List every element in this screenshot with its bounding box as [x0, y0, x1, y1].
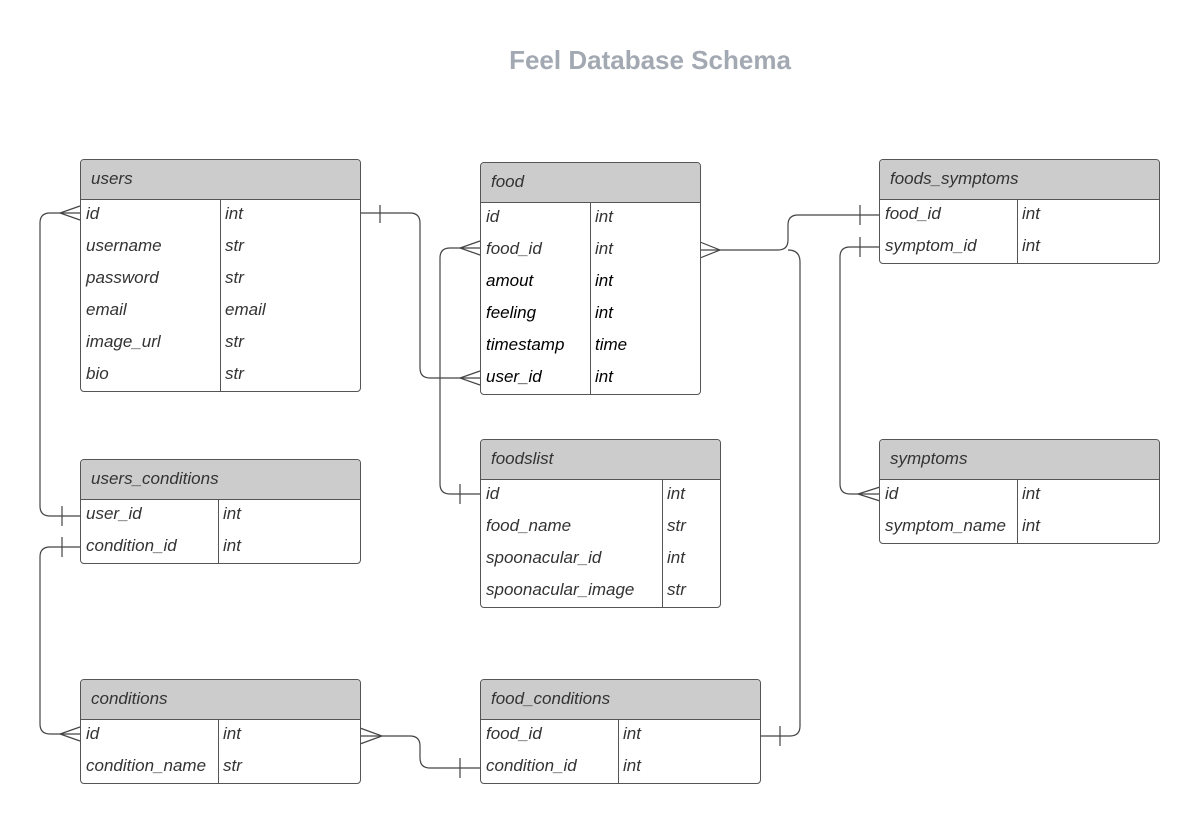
link-food-foodslist: [439, 247, 480, 495]
crow-foot-symptoms-id: [856, 486, 881, 502]
table-header: food: [481, 163, 700, 203]
table-header: users_conditions: [81, 460, 360, 500]
table-header: food_conditions: [481, 680, 760, 720]
link-food-food-conditions: [760, 249, 801, 737]
table-header: foodslist: [481, 440, 720, 480]
table-header: foods_symptoms: [880, 160, 1159, 200]
crow-foot-users-id: [58, 205, 81, 221]
diagram-title: Feel Database Schema: [509, 45, 791, 75]
crow-foot-food-user-id: [458, 370, 481, 386]
link-conditions-food-conditions: [360, 735, 480, 769]
crow-foot-food-id: [699, 241, 722, 259]
crow-foot-conditions-id-right: [359, 727, 384, 745]
crow-foot-food-food-id: [458, 240, 481, 256]
table-header: conditions: [81, 680, 360, 720]
link-users-users-conditions: [39, 212, 80, 517]
link-food-foods-symptoms: [700, 214, 880, 251]
link-foods-symptoms-symptoms: [839, 246, 880, 495]
link-users-food: [360, 212, 480, 379]
table-header: users: [81, 160, 360, 200]
link-users-conditions-conditions: [39, 546, 80, 735]
crow-foot-conditions-id: [58, 726, 81, 742]
table-header: symptoms: [880, 440, 1159, 480]
